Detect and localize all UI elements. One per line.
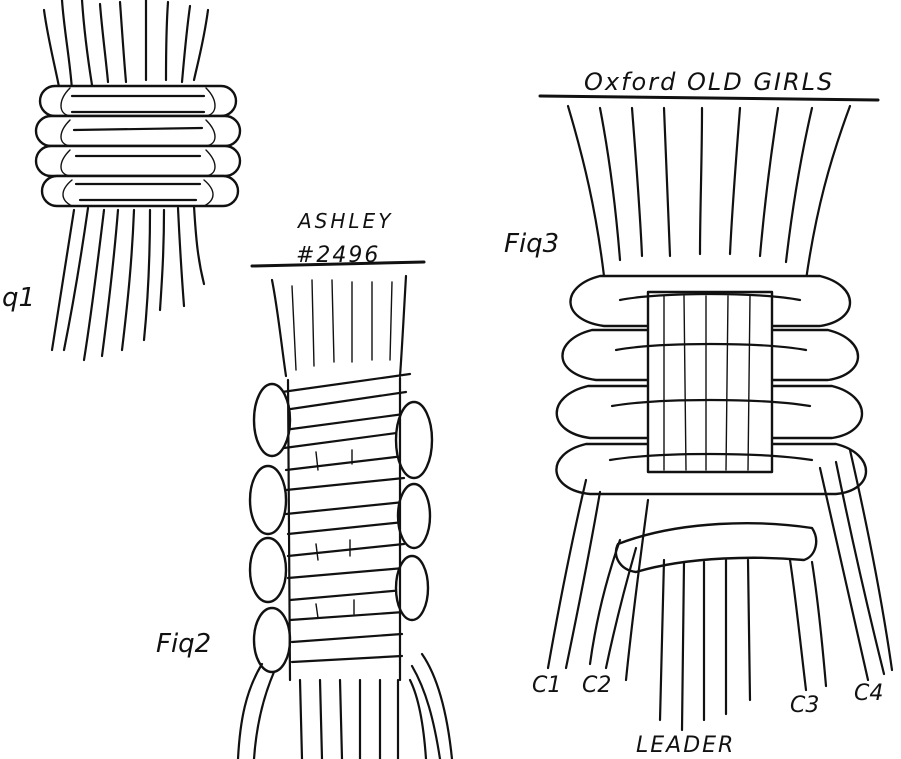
fig3-drawing	[540, 96, 892, 730]
fig1-drawing	[36, 0, 240, 360]
cord-label-c3: C3	[790, 693, 819, 718]
fig3-label: Fiq3	[504, 229, 559, 259]
fig2-caption-line2: #2496	[296, 243, 380, 268]
fig2-drawing	[238, 262, 452, 759]
cord-label-c1: C1	[532, 673, 561, 698]
fig2-caption-line1: ASHLEY	[296, 209, 393, 233]
fig3-caption: Oxford OLD GIRLS	[584, 68, 834, 96]
cord-label-c4: C4	[854, 681, 883, 706]
leader-label: LEADER	[636, 733, 735, 758]
fig1-label: q1	[2, 283, 35, 313]
fig2-label: Fiq2	[156, 629, 211, 659]
cord-label-c2: C2	[582, 673, 611, 698]
